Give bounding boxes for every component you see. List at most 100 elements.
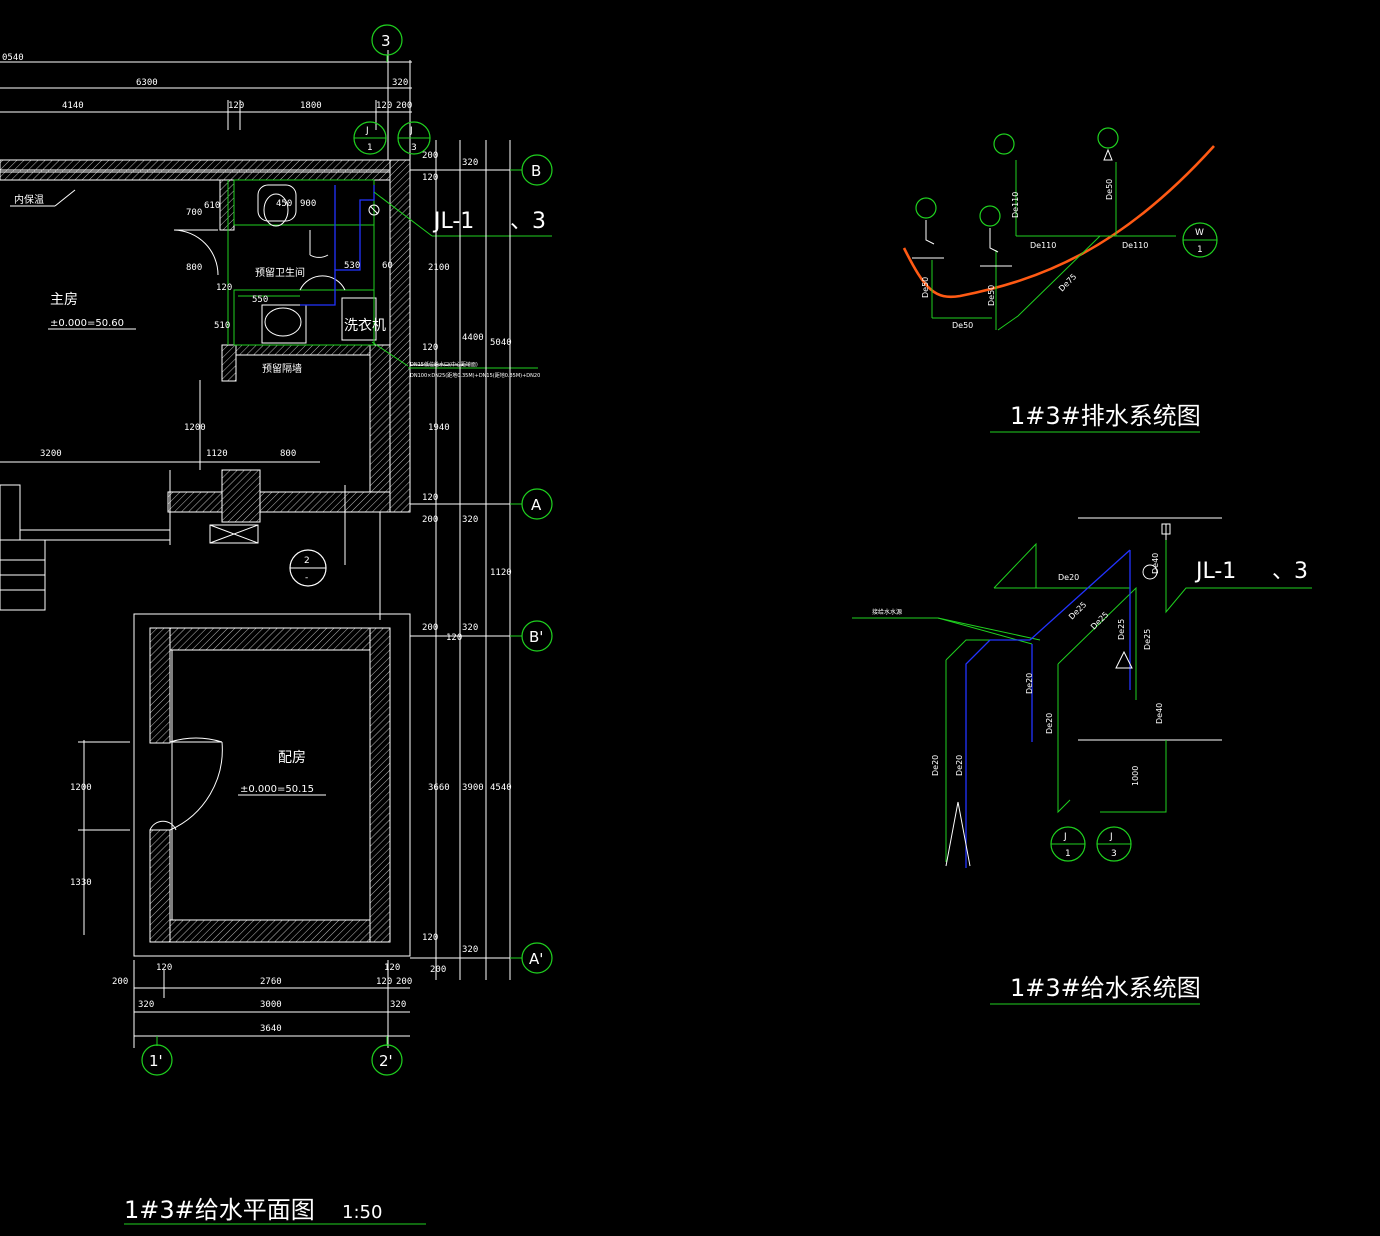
right-dimensions: 200 120 2100 120 1940 120 200 200 120 36… — [410, 140, 522, 980]
svg-text:5040: 5040 — [490, 338, 512, 348]
reserved-toilet-label: 预留卫生间 — [255, 266, 305, 279]
svg-text:3000: 3000 — [260, 1000, 282, 1010]
svg-text:1: 1 — [367, 143, 373, 153]
svg-text:A': A' — [529, 950, 543, 968]
svg-text:De110: De110 — [1011, 192, 1020, 218]
axis-3-bubble: 3 — [371, 24, 403, 62]
dim-120b: 120 — [376, 101, 392, 111]
svg-text:-: - — [305, 573, 308, 583]
drainage-title: 1#3#排水系统图 — [1010, 402, 1201, 430]
top-dimensions: 0540 6300 320 4140 120 1800 120 200 — [0, 50, 412, 160]
svg-text:De50: De50 — [952, 321, 973, 330]
bottom-dimensions: 120 120 200 2760 120 320 3000 320 3640 2… — [112, 960, 412, 1048]
svg-text:De20: De20 — [1045, 713, 1054, 734]
svg-text:De40: De40 — [1155, 703, 1164, 724]
svg-text:1: 1 — [1197, 245, 1203, 255]
section-bubble-j3: J 3 — [397, 121, 431, 155]
svg-text:120: 120 — [446, 633, 462, 643]
drainage-system-diagram: De110 De110 De110 De50 De50 De50 De75 De… — [902, 127, 1218, 433]
svg-text:1940: 1940 — [428, 423, 450, 433]
svg-text:W: W — [1195, 228, 1204, 238]
svg-text:De110: De110 — [1030, 241, 1056, 250]
supply-title: 1#3#给水系统图 — [1010, 974, 1201, 1002]
svg-text:De25: De25 — [1143, 629, 1152, 650]
svg-text:4540: 4540 — [490, 783, 512, 793]
svg-text:900: 900 — [300, 199, 316, 209]
svg-text:3900: 3900 — [462, 783, 484, 793]
svg-text:320: 320 — [462, 623, 478, 633]
svg-text:3660: 3660 — [428, 783, 450, 793]
washer-label: 洗衣机 — [344, 318, 386, 334]
dim-320: 320 — [392, 78, 408, 88]
svg-text:530: 530 — [344, 261, 360, 271]
svg-text:De50: De50 — [1105, 179, 1114, 200]
svg-text:B': B' — [529, 628, 543, 646]
svg-text:1330: 1330 — [70, 878, 92, 888]
drain-pipe-orange — [902, 145, 1215, 299]
room-main-label: 主房 — [50, 292, 78, 308]
dim-200: 200 — [396, 101, 412, 111]
axis-1prime-bubble: 1' — [141, 1036, 173, 1076]
insulation-label: 内保温 — [14, 193, 44, 206]
svg-text:De20: De20 — [1058, 573, 1079, 582]
svg-text:De110: De110 — [1122, 241, 1148, 250]
svg-text:De20: De20 — [1025, 673, 1034, 694]
svg-text:J: J — [365, 126, 369, 136]
svg-text:120: 120 — [422, 933, 438, 943]
riser-callout-plan: JL-1 、3 DN15低位给水口(中心距地面) DN100×DN25(距地0.… — [371, 191, 552, 379]
svg-text:J: J — [1109, 832, 1113, 842]
svg-text:60: 60 — [382, 261, 393, 271]
svg-text:2760: 2760 — [260, 977, 282, 987]
svg-text:320: 320 — [138, 1000, 154, 1010]
svg-text:1200: 1200 — [184, 423, 206, 433]
svg-text:1200: 1200 — [70, 783, 92, 793]
svg-text:550: 550 — [252, 295, 268, 305]
annex-walls — [133, 613, 411, 957]
svg-text:De20: De20 — [931, 755, 940, 776]
riser-suffix-plan: 、3 — [510, 209, 546, 234]
svg-text:200: 200 — [422, 623, 438, 633]
svg-text:700: 700 — [186, 208, 202, 218]
svg-text:320: 320 — [462, 945, 478, 955]
svg-text:De50: De50 — [987, 285, 996, 306]
riser-label-supply: JL-1 — [1194, 559, 1236, 584]
room-annex-elev: ±0.000=50.15 — [240, 784, 314, 795]
axis-bprime-bubble: B' — [510, 620, 553, 652]
svg-text:2': 2' — [379, 1052, 393, 1070]
svg-text:De40: De40 — [1151, 553, 1160, 574]
note-line-2: DN100×DN25(距地0.35M)+DN15(距地0.35M)+DN20 — [410, 372, 540, 379]
axis-b-bubble: B — [510, 154, 553, 186]
svg-text:120: 120 — [216, 283, 232, 293]
svg-text:3: 3 — [411, 143, 417, 153]
supply-pipes-plan — [227, 180, 380, 345]
svg-text:200: 200 — [422, 151, 438, 161]
dim-120a: 120 — [228, 101, 244, 111]
axis-2prime-bubble: 2' — [371, 1036, 403, 1076]
riser-suffix-supply: 、3 — [1272, 559, 1308, 584]
plan-title: 1#3#给水平面图 — [124, 1196, 315, 1224]
plan-scale: 1:50 — [342, 1202, 382, 1223]
svg-text:1: 1 — [1065, 849, 1071, 859]
svg-text:800: 800 — [186, 263, 202, 273]
svg-text:320: 320 — [462, 158, 478, 168]
svg-text:200: 200 — [422, 515, 438, 525]
svg-text:De25: De25 — [1089, 610, 1110, 631]
svg-text:1': 1' — [149, 1052, 163, 1070]
axis-3-label: 3 — [381, 32, 391, 50]
axis-aprime-bubble: A' — [510, 942, 553, 974]
riser-label-plan: JL-1 — [432, 209, 474, 234]
svg-text:De20: De20 — [955, 755, 964, 776]
svg-text:1120: 1120 — [206, 449, 228, 459]
room-annex-label: 配房 — [278, 750, 306, 766]
svg-text:1120: 1120 — [490, 568, 512, 578]
svg-text:J: J — [1063, 832, 1067, 842]
room-dimensions: 700 610 450 900 530 60 800 550 120 510 1… — [40, 199, 393, 935]
svg-text:450: 450 — [276, 199, 292, 209]
svg-text:120: 120 — [422, 343, 438, 353]
svg-text:4400: 4400 — [462, 333, 484, 343]
svg-text:2: 2 — [304, 556, 310, 566]
svg-text:320: 320 — [390, 1000, 406, 1010]
svg-text:320: 320 — [462, 515, 478, 525]
svg-text:610: 610 — [204, 201, 220, 211]
